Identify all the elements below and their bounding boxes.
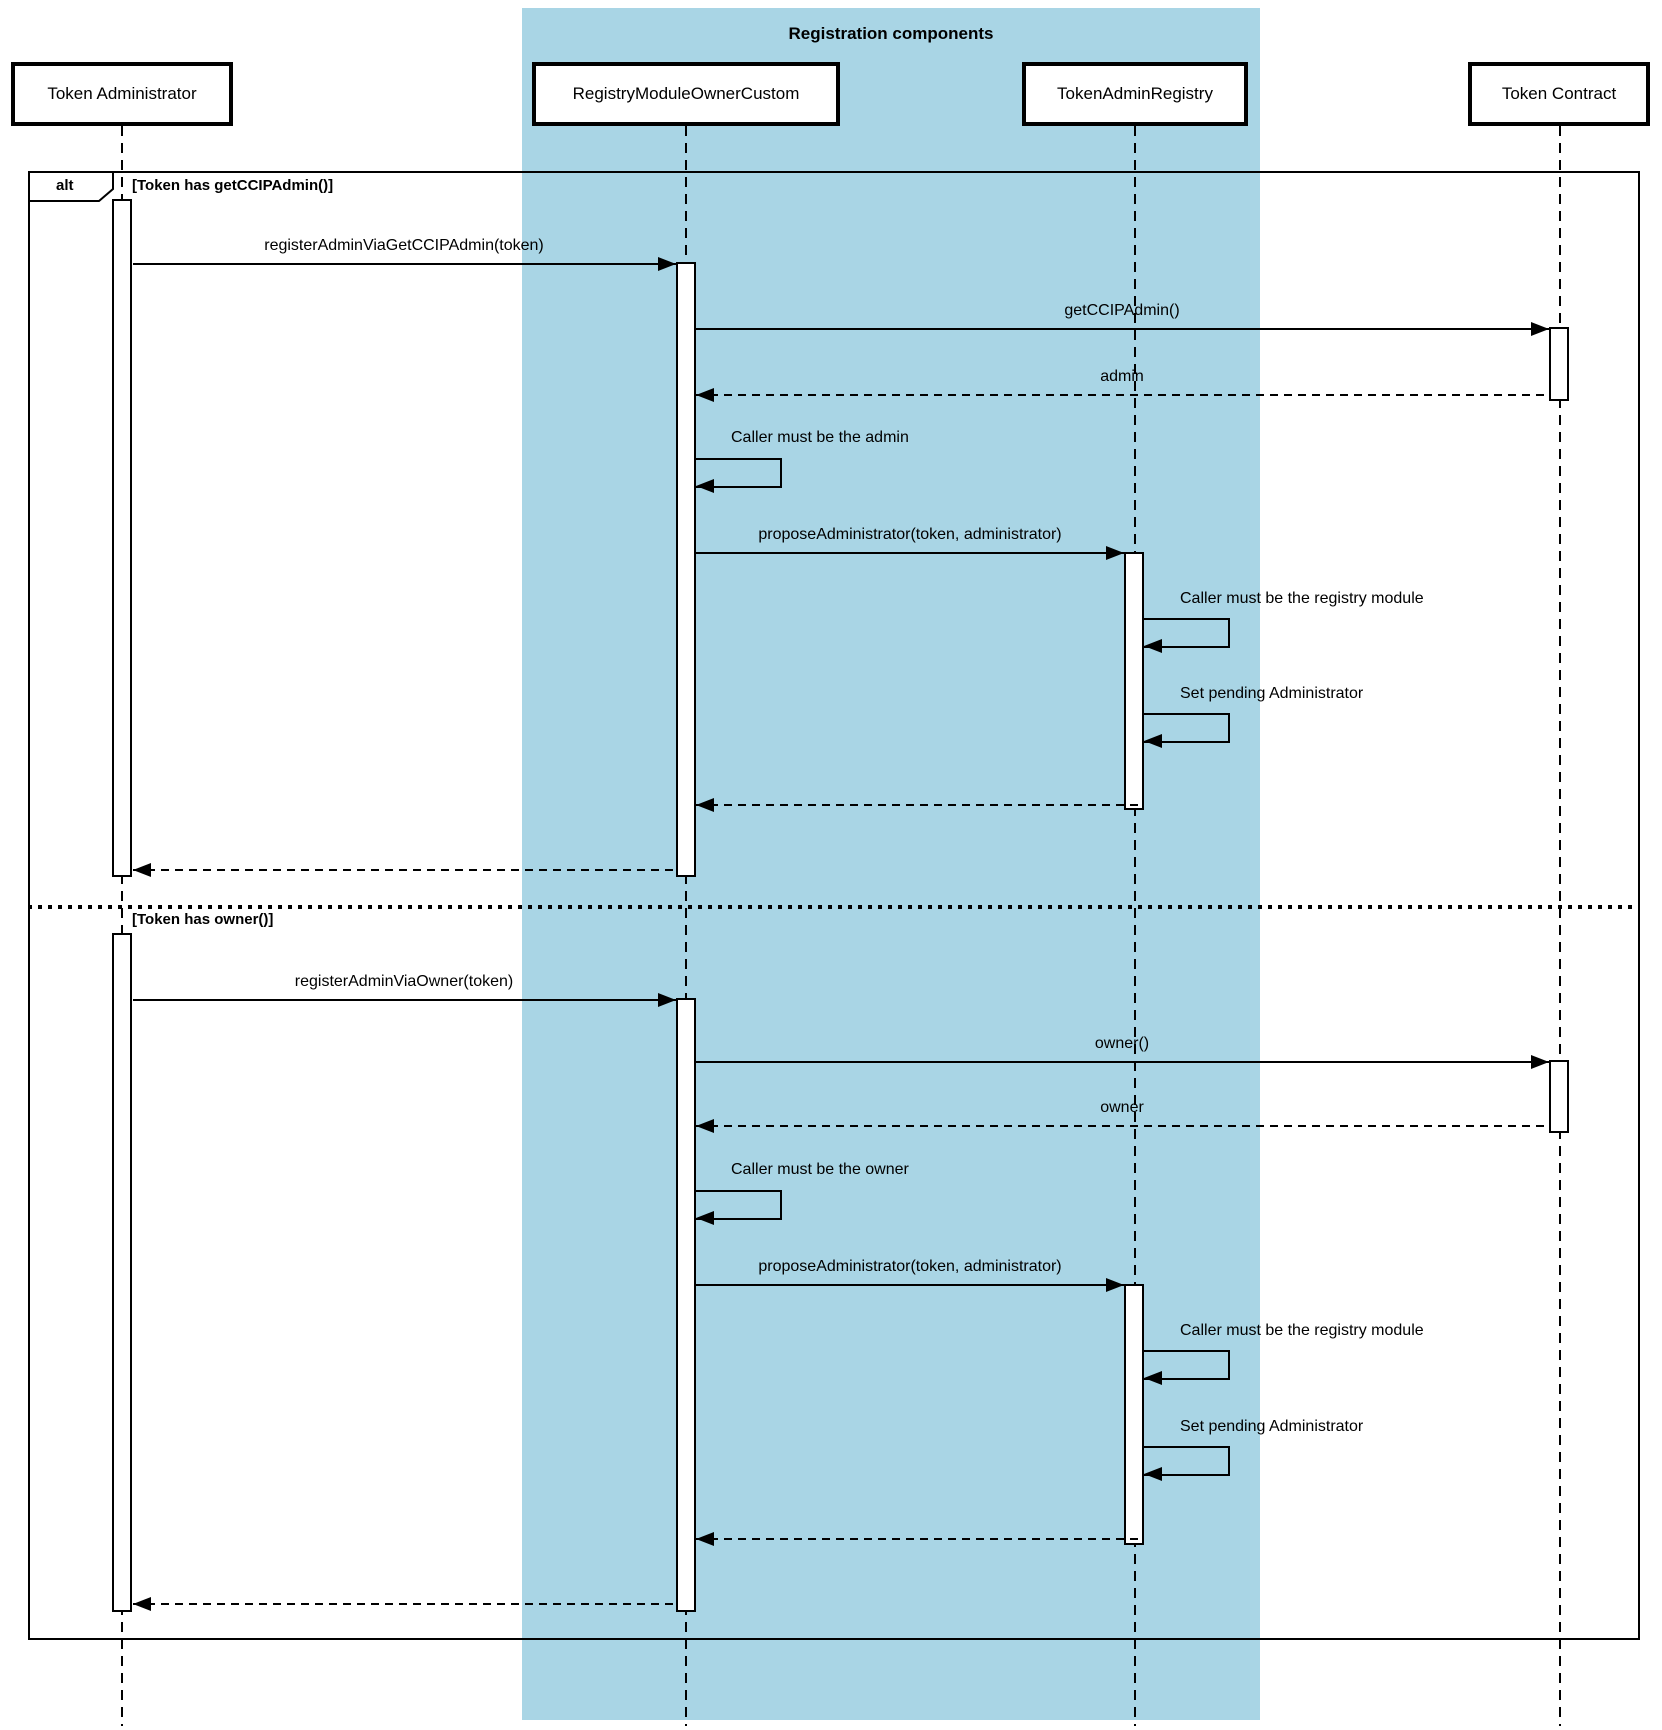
return-arrow (133, 1603, 676, 1605)
message-label: registerAdminViaGetCCIPAdmin(token) (264, 237, 544, 254)
return-arrow (696, 394, 1549, 396)
arrowhead-icon (658, 257, 676, 271)
guard-label-getccipadmin: [Token has getCCIPAdmin()] (132, 177, 334, 194)
self-message-label: Caller must be the registry module (1180, 590, 1424, 607)
self-message-loop (1144, 713, 1230, 743)
activation-registry-module-2 (676, 998, 696, 1612)
activation-token-administrator-1 (112, 199, 132, 877)
return-arrow (133, 869, 676, 871)
arrowhead-icon (133, 863, 151, 877)
lifeline-token-admin-registry (1134, 126, 1136, 1726)
return-arrow (696, 1125, 1549, 1127)
arrowhead-icon (1531, 1055, 1549, 1069)
self-message-label: Set pending Administrator (1180, 1418, 1364, 1435)
lifeline-token-administrator (121, 126, 123, 1726)
activation-token-contract-2 (1549, 1060, 1569, 1133)
message-label: registerAdminViaOwner(token) (294, 973, 514, 990)
arrowhead-icon (1144, 1371, 1162, 1385)
arrowhead-icon (658, 993, 676, 1007)
activation-token-contract-1 (1549, 327, 1569, 401)
container-title: Registration components (788, 24, 994, 43)
return-arrow (696, 1538, 1144, 1540)
activation-token-admin-registry-1 (1124, 552, 1144, 810)
return-arrow (696, 804, 1144, 806)
participant-token-administrator: Token Administrator (11, 62, 233, 126)
message-arrow (696, 328, 1549, 330)
self-message-label: Caller must be the registry module (1180, 1322, 1424, 1339)
arrowhead-icon (696, 1532, 714, 1546)
message-label: owner() (1094, 1035, 1150, 1052)
message-label: getCCIPAdmin() (1064, 302, 1180, 319)
arrowhead-icon (133, 1597, 151, 1611)
message-arrow (696, 552, 1125, 554)
arrowhead-icon (1144, 734, 1162, 748)
participant-token-contract: Token Contract (1468, 62, 1650, 126)
alt-operator-label: alt (56, 177, 74, 194)
alt-section-divider (28, 905, 1640, 909)
arrowhead-icon (1531, 322, 1549, 336)
lifeline-registry-module-owner-custom (685, 126, 687, 1726)
activation-token-admin-registry-2 (1124, 1284, 1144, 1545)
arrowhead-icon (696, 1119, 714, 1133)
activation-token-administrator-2 (112, 933, 132, 1612)
self-message-label: Caller must be the owner (731, 1161, 909, 1178)
activation-registry-module-1 (676, 262, 696, 877)
message-arrow (696, 1061, 1549, 1063)
return-label: owner (1100, 1099, 1144, 1116)
alt-operator-pentagon (28, 171, 114, 202)
message-label: proposeAdministrator(token, administrato… (758, 1258, 1062, 1275)
participant-registry-module-owner-custom: RegistryModuleOwnerCustom (532, 62, 840, 126)
return-label: admin (1100, 368, 1144, 385)
arrowhead-icon (696, 1211, 714, 1225)
lifeline-token-contract (1559, 126, 1561, 1726)
arrowhead-icon (696, 479, 714, 493)
arrowhead-icon (1144, 1467, 1162, 1481)
participant-token-admin-registry: TokenAdminRegistry (1022, 62, 1248, 126)
self-message-label: Set pending Administrator (1180, 685, 1364, 702)
self-message-loop (696, 458, 782, 488)
self-message-loop (1144, 1446, 1230, 1476)
message-arrow (133, 999, 676, 1001)
arrowhead-icon (1106, 1278, 1124, 1292)
arrowhead-icon (1106, 546, 1124, 560)
self-message-loop (696, 1190, 782, 1220)
message-label: proposeAdministrator(token, administrato… (758, 526, 1062, 543)
self-message-loop (1144, 618, 1230, 648)
message-arrow (696, 1284, 1125, 1286)
arrowhead-icon (696, 798, 714, 812)
arrowhead-icon (1144, 639, 1162, 653)
self-message-loop (1144, 1350, 1230, 1380)
self-message-label: Caller must be the admin (731, 429, 909, 446)
arrowhead-icon (696, 388, 714, 402)
guard-label-owner: [Token has owner()] (132, 911, 274, 928)
message-arrow (133, 263, 676, 265)
